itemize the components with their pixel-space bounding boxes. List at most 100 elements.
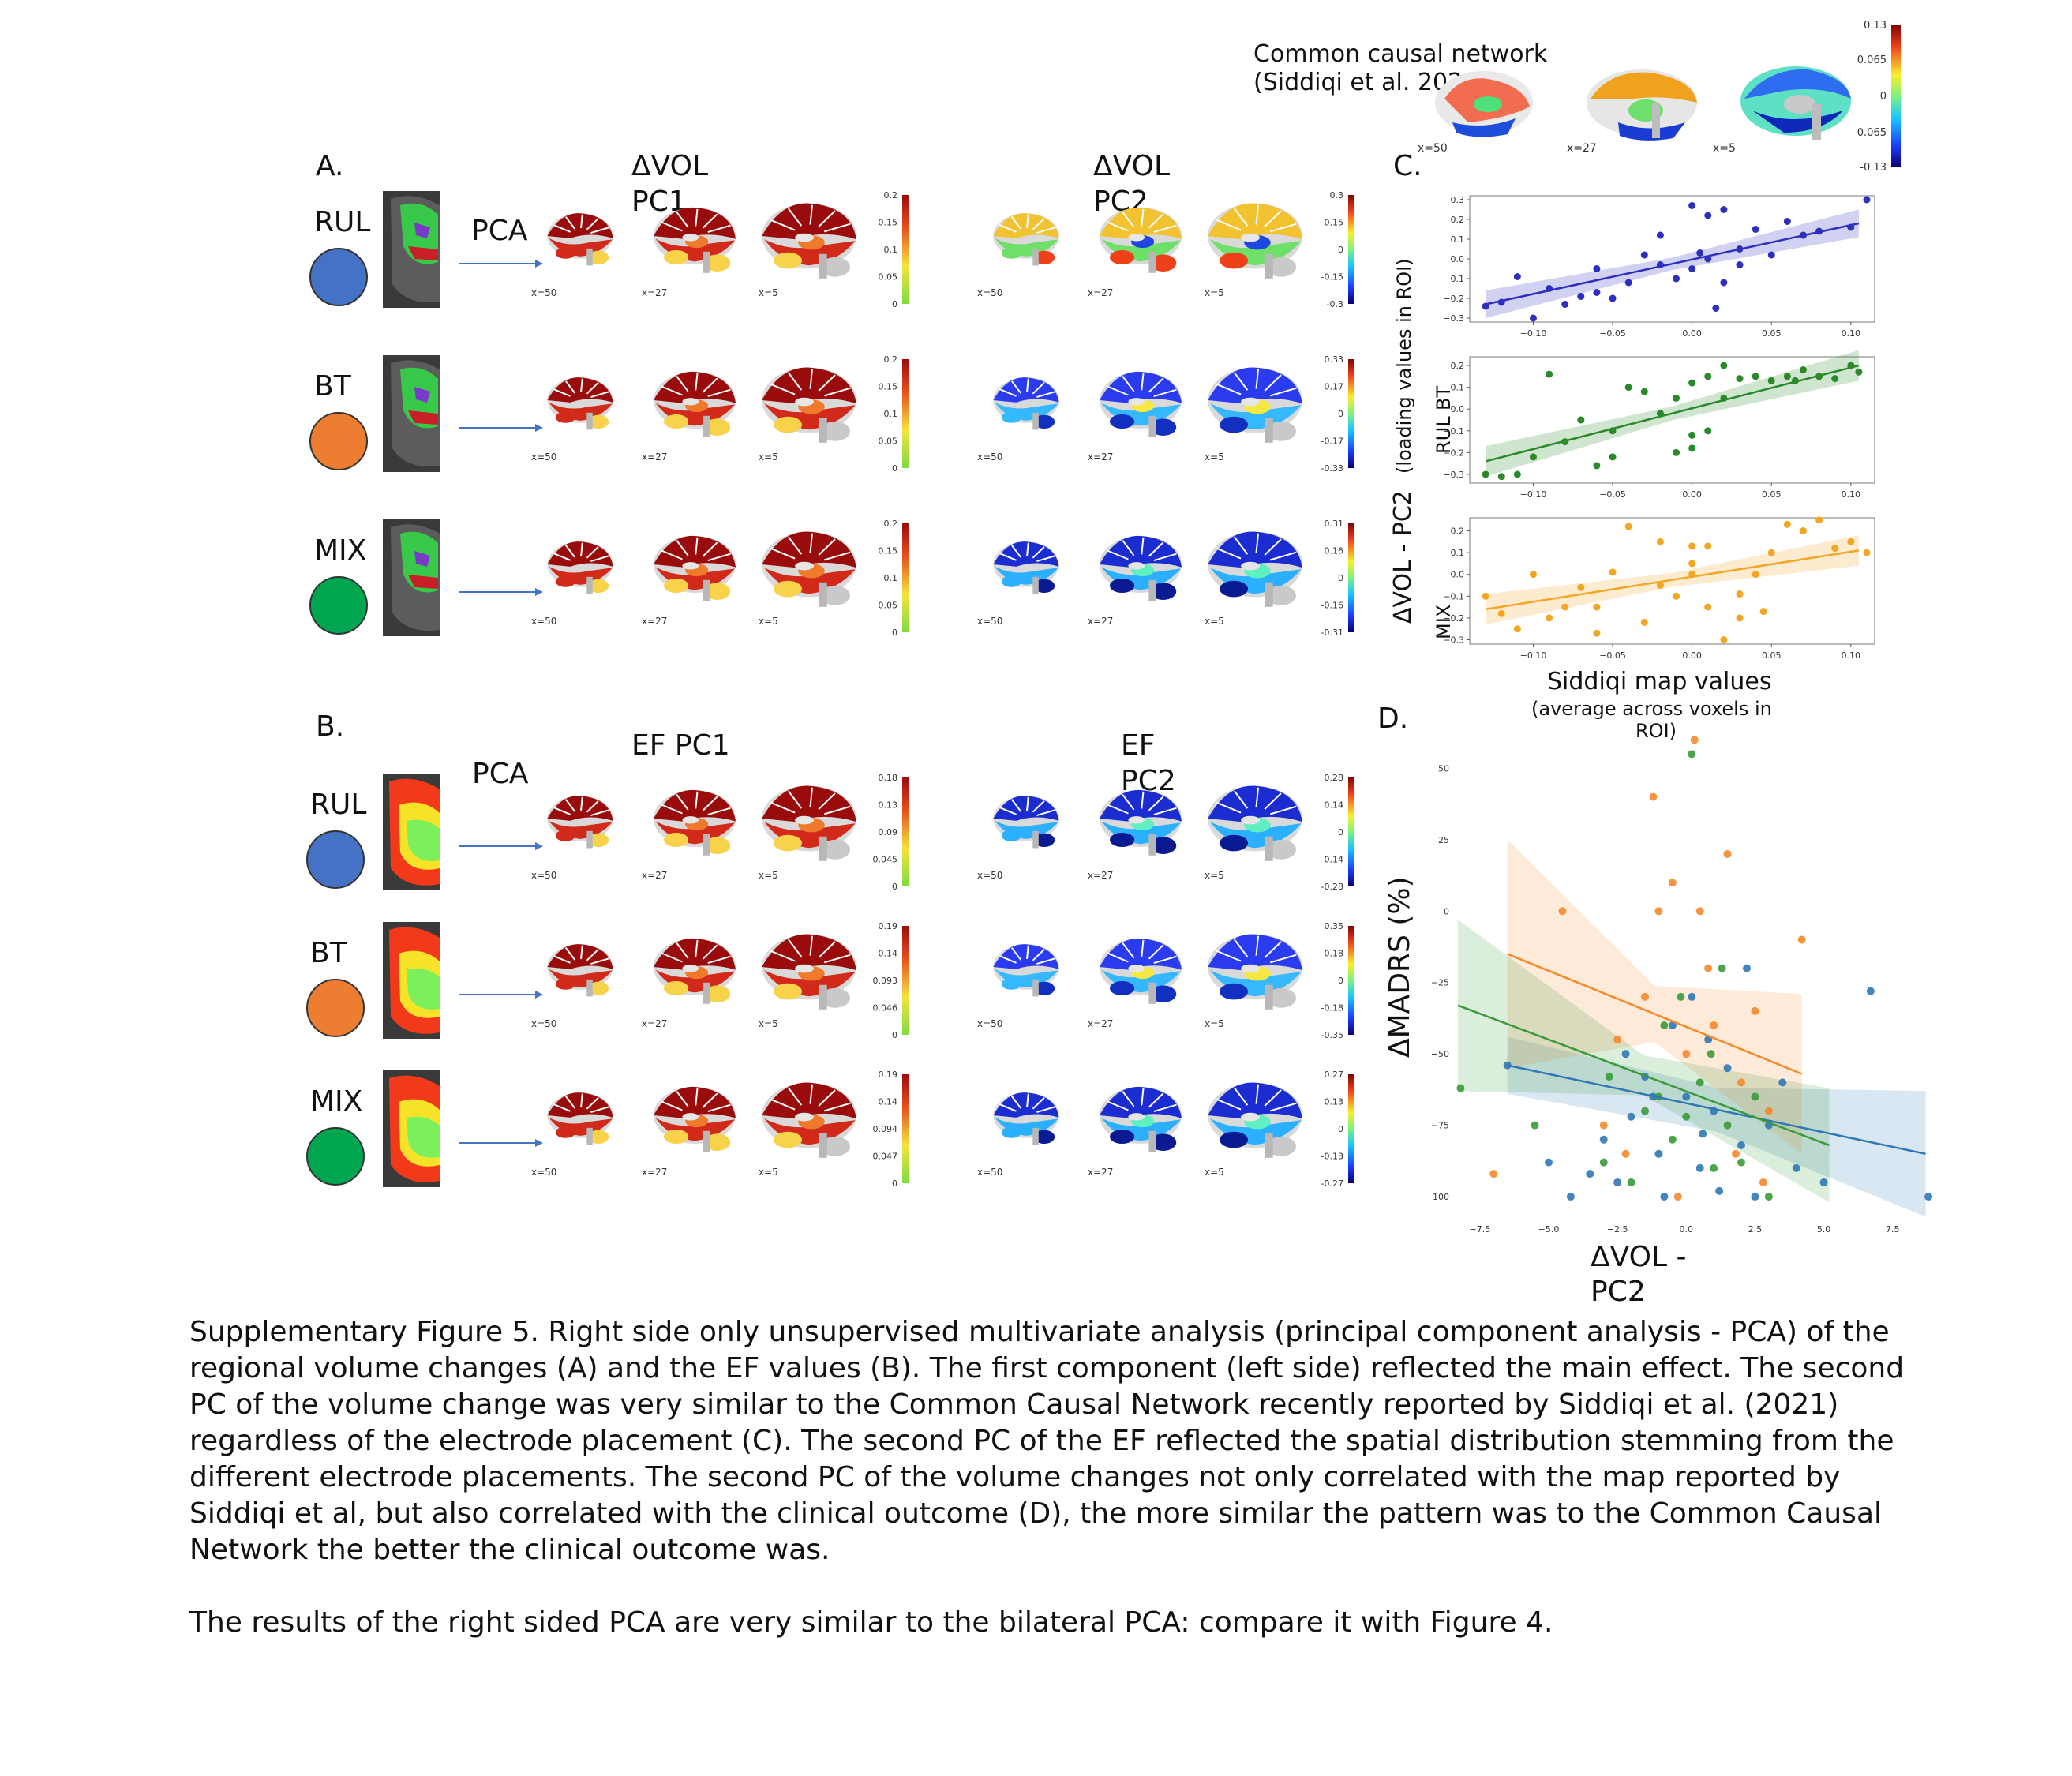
scatter-point [1613, 1036, 1622, 1044]
scatter-point [1673, 448, 1680, 456]
scatter-point [1688, 560, 1696, 568]
scatter-point [1723, 849, 1732, 858]
scatter-point [1704, 1036, 1713, 1044]
scatter-point [1720, 394, 1728, 402]
scatter-point [1654, 907, 1663, 916]
coronal-mri-thumbnail [383, 1070, 440, 1187]
panel-c-xlabel-sub-2: ROI) [1635, 720, 1677, 742]
scatter-point [1767, 377, 1775, 384]
confidence-band [1507, 1036, 1926, 1217]
scatter-point [1791, 377, 1799, 384]
colorbar-tick-label: 0.1 [884, 573, 898, 583]
scatter-point [1712, 305, 1720, 312]
panel-c-xlabel: Siddiqi map values [1547, 668, 1772, 695]
scatter-point [1736, 261, 1744, 268]
brain-slice [654, 207, 736, 273]
brain-slice [762, 531, 856, 607]
inset-colorbar-tick: 0 [1880, 91, 1887, 103]
y-tick-label: −75 [1431, 1121, 1449, 1131]
y-tick-label: −0.1 [1443, 274, 1464, 284]
scatter-point [1815, 516, 1823, 524]
panel-d-ylabel-wrap: ΔMADRS (%) [1384, 876, 1416, 1058]
scatter-point [1847, 362, 1855, 369]
scatter-point [1737, 1141, 1745, 1149]
colorbar-tick-label: 0.045 [873, 855, 898, 865]
colorbar-tick-label: 0.094 [873, 1124, 898, 1134]
pca-arrow [459, 991, 543, 999]
caption-paragraph-2: The results of the right sided PCA are v… [189, 1606, 1553, 1639]
panel-d-xlabel-line1: ΔVOL - [1591, 1241, 1687, 1273]
y-tick-label: 0.0 [1451, 570, 1465, 580]
scatter-point [1924, 1193, 1933, 1201]
colorbar-tick-label: 0.16 [1325, 546, 1344, 556]
scatter-point [1673, 275, 1680, 283]
inset-slice-label: x=50 [1418, 142, 1448, 155]
colorbar-tick-label: 0.1 [884, 245, 898, 255]
slice-label: x=50 [977, 1167, 1002, 1178]
row-label-mix: MIX [310, 1085, 363, 1118]
brain-slice [762, 934, 856, 1010]
scatter-point [1529, 571, 1537, 579]
slice-label: x=5 [1205, 287, 1224, 298]
colorbar-tick-label: 0.27 [1325, 1070, 1344, 1080]
slice-label: x=50 [977, 287, 1002, 298]
coronal-mri-thumbnail [383, 774, 440, 890]
regression-line [1507, 1064, 1926, 1156]
scatter-point [1720, 362, 1728, 369]
colorbar-tick-label: 0 [892, 882, 897, 892]
inset-brain-x5 [1740, 66, 1851, 140]
x-tick-label: 0.10 [1842, 489, 1861, 500]
regression-line [1457, 1004, 1830, 1147]
x-tick-label: −0.05 [1599, 489, 1626, 500]
inset-brain-x50 [1435, 71, 1533, 137]
colorbar-tick-label: 0.1 [884, 409, 898, 419]
scatter-point [1783, 520, 1791, 528]
scatter-point [1497, 609, 1505, 617]
x-tick-label: 0.00 [1682, 489, 1702, 500]
colorbar-tick-label: 0.093 [873, 976, 898, 986]
scatter-point [1764, 1193, 1773, 1201]
panel-d-label: D. [1377, 703, 1409, 735]
slice-label: x=27 [642, 451, 667, 463]
inset-slice-label: x=27 [1567, 142, 1597, 155]
colorbar-tick-label: 0.09 [879, 827, 898, 837]
scatter-point [1752, 373, 1759, 380]
scatter-point [1561, 438, 1569, 446]
slice-label: x=50 [977, 1018, 1002, 1029]
confidence-band [1507, 839, 1802, 1154]
slice-label: x=5 [759, 451, 778, 463]
y-tick-label: 0 [1444, 906, 1449, 916]
brain-slice [547, 213, 613, 266]
scatter-point [1797, 935, 1806, 944]
scatter-point [1732, 1149, 1740, 1158]
colorbar-tick-label: 0 [892, 1178, 897, 1189]
scatter-point [1710, 1163, 1718, 1172]
brain-slice [547, 377, 613, 430]
slice-label: x=50 [531, 1018, 556, 1029]
scatter-point [1624, 279, 1632, 287]
inset-slice-label: x=5 [1713, 142, 1736, 155]
slice-label: x=27 [642, 1018, 667, 1029]
colorbar-tick-label: 0.15 [879, 218, 898, 228]
slice-label: x=5 [759, 287, 778, 298]
scatter-point [1656, 410, 1664, 418]
colorbar-tick-label: 0 [892, 628, 897, 638]
x-tick-label: 7.5 [1886, 1224, 1900, 1235]
electrode-group-circle [309, 248, 368, 306]
scatter-point [1799, 231, 1807, 239]
panel-c-ylabel-main: ΔVOL - PC2 [1389, 490, 1417, 624]
scatter-point [1863, 196, 1871, 204]
scatter-point [1624, 523, 1632, 530]
scatter-point [1736, 614, 1744, 622]
x-tick-label: 0.05 [1762, 328, 1782, 339]
colorbar-tick-label: 0.15 [1325, 218, 1344, 228]
scatter-point [1688, 444, 1696, 452]
scatter-point [1767, 251, 1775, 259]
